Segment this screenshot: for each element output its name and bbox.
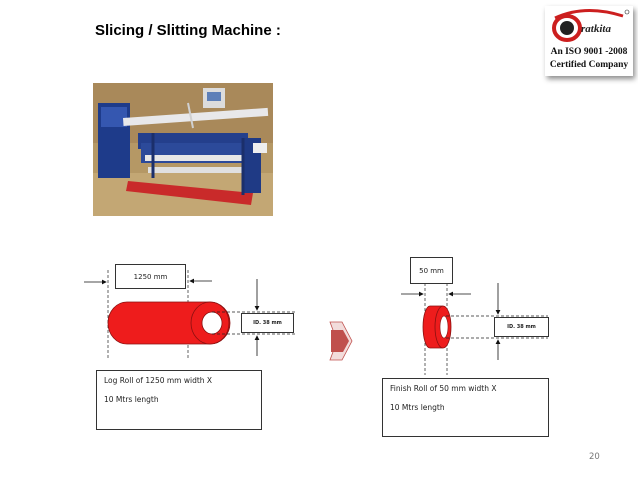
- logo-iso-line: An ISO 9001 -2008: [550, 47, 628, 57]
- svg-text:ratkita: ratkita: [581, 23, 611, 35]
- right-description-line1: Finish Roll of 50 mm width X: [390, 384, 497, 393]
- logo-emblem-icon: ratkita: [552, 8, 630, 42]
- page-title: Slicing / Slitting Machine :: [95, 22, 281, 39]
- right-description-line2: 10 Mtrs length: [390, 403, 445, 412]
- left-description-line1: Log Roll of 1250 mm width X: [104, 376, 213, 385]
- company-logo: ratkita An ISO 9001 -2008 Certified Comp…: [545, 6, 633, 76]
- slitting-machine-photo: [93, 83, 273, 216]
- page-number: 20: [589, 452, 600, 462]
- left-description-line2: 10 Mtrs length: [104, 395, 159, 404]
- left-roll-description: Log Roll of 1250 mm width X 10 Mtrs leng…: [96, 370, 262, 430]
- left-log-roll: [84, 270, 295, 360]
- right-id-label: ID. 38 mm: [494, 317, 549, 337]
- logo-certified-line: Certified Company: [549, 60, 629, 70]
- left-id-label: ID. 38 mm: [241, 313, 294, 333]
- process-arrow-icon: [329, 321, 353, 361]
- right-roll-description: Finish Roll of 50 mm width X 10 Mtrs len…: [382, 378, 549, 437]
- left-width-label: 1250 mm: [115, 264, 186, 289]
- right-width-label: 50 mm: [410, 257, 453, 284]
- right-finish-roll: [401, 283, 548, 375]
